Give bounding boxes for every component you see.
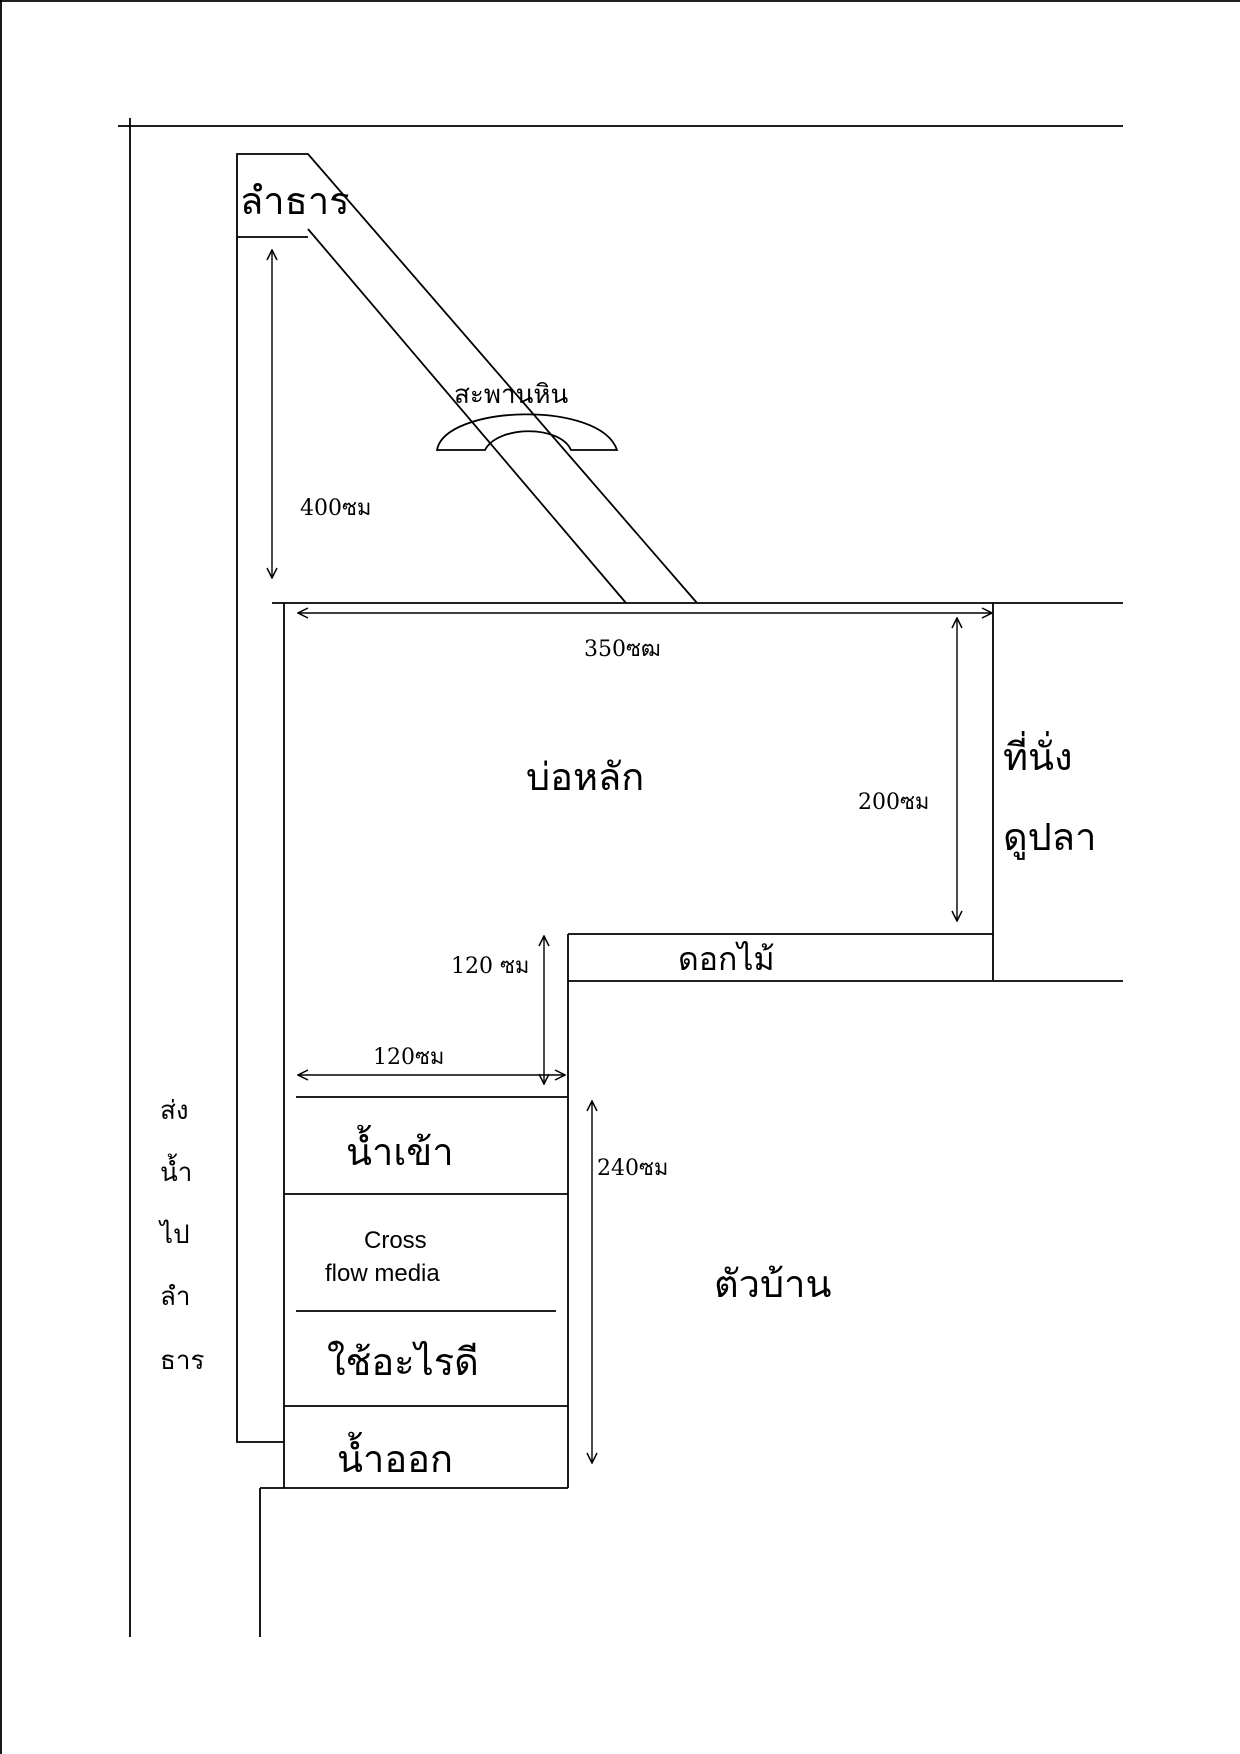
label-main-pond: บ่อหลัก	[526, 755, 645, 799]
label-cross-flow-2: flow media	[325, 1260, 440, 1287]
label-flowers: ดอกไม้	[678, 940, 775, 978]
label-what-to-use: ใช้อะไรดี	[327, 1340, 479, 1384]
label-fish-seat-1: ที่นั่ง	[1003, 735, 1073, 779]
label-send-water-2: น้ำ	[160, 1158, 193, 1188]
label-send-water-5: ธาร	[160, 1346, 205, 1376]
dim-label-120-vertical: 120 ซม	[451, 954, 530, 979]
label-stream: ลำธาร	[240, 179, 350, 223]
dim-label-240: 240ซม	[597, 1156, 669, 1181]
label-stone-bridge: สะพานหิน	[454, 380, 569, 410]
dim-label-120-horizontal: 120ซม	[373, 1045, 445, 1070]
dim-label-400: 400ซม	[300, 496, 372, 521]
label-water-out: น้ำออก	[337, 1437, 453, 1481]
dim-label-200: 200ซม	[858, 790, 930, 815]
label-fish-seat-2: ดูปลา	[1003, 815, 1097, 859]
stone-bridge-shape	[435, 413, 619, 451]
label-send-water-3: ไป	[160, 1220, 190, 1250]
label-send-water-4: ลำ	[160, 1282, 191, 1312]
label-house: ตัวบ้าน	[714, 1262, 832, 1306]
label-cross-flow-1: Cross	[364, 1227, 427, 1254]
outflow-channel-outer	[236, 237, 284, 1443]
stream-box	[236, 153, 698, 604]
label-water-in: น้ำเข้า	[346, 1130, 454, 1174]
label-send-water-1: ส่ง	[160, 1096, 189, 1126]
dim-label-350: 350ซฒ	[584, 637, 661, 662]
stream-channel-inner	[307, 228, 627, 604]
